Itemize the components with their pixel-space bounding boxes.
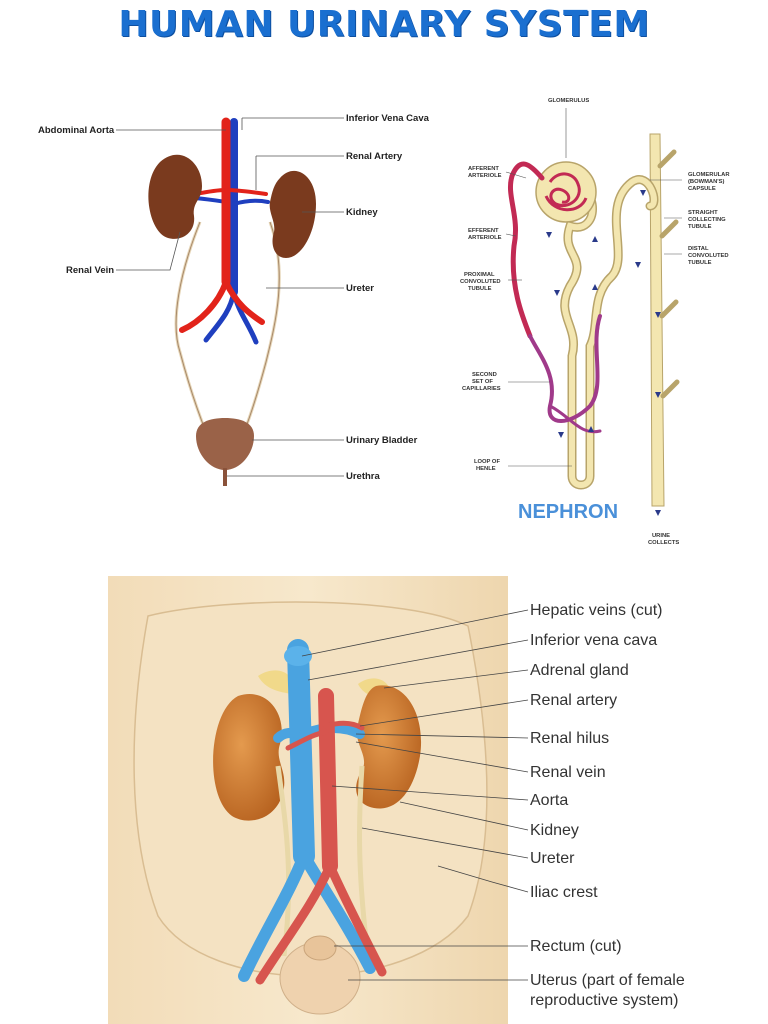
label-afferent-arteriole: AFFERENT — [468, 166, 499, 172]
label-straight-tubule: STRAIGHT — [688, 210, 718, 216]
label-kidney: Kidney — [346, 207, 378, 218]
anatomy-labels: Hepatic veins (cut) Inferior vena cava A… — [530, 602, 685, 1009]
label-second-capillaries: SECOND — [472, 372, 497, 378]
label-bowmans-capsule-2: (BOWMAN'S) — [688, 179, 725, 185]
label-urine-collects-2: COLLECTS — [648, 540, 679, 546]
label-afferent-arteriole-2: ARTERIOLE — [468, 173, 502, 179]
label-proximal-tubule-3: TUBULE — [468, 286, 492, 292]
label-adrenal-gland: Adrenal gland — [530, 662, 629, 679]
nephron-diagram: GLOMERULUS AFFERENT ARTERIOLE EFFERENT A… — [460, 98, 730, 546]
urinary-system-diagram: Abdominal Aorta Inferior Vena Cava Renal… — [38, 113, 430, 486]
leader-lines — [116, 117, 344, 477]
label-straight-tubule-3: TUBULE — [688, 224, 712, 230]
label-renal-artery: Renal Artery — [346, 151, 403, 162]
label-renal-artery: Renal artery — [530, 692, 617, 709]
rectum — [303, 935, 337, 961]
label-urine-collects: URINE — [652, 533, 670, 539]
label-uterus-2: reproductive system) — [530, 992, 679, 1009]
label-distal-tubule-2: CONVOLUTED — [688, 253, 729, 259]
label-distal-tubule: DISTAL — [688, 246, 709, 252]
label-inferior-vena-cava: Inferior vena cava — [530, 632, 657, 649]
label-abdominal-aorta: Abdominal Aorta — [38, 125, 115, 136]
label-renal-vein: Renal vein — [530, 764, 606, 781]
label-efferent-arteriole: EFFERENT — [468, 228, 499, 234]
label-rectum: Rectum (cut) — [530, 938, 622, 955]
label-inferior-vena-cava: Inferior Vena Cava — [346, 113, 430, 124]
left-kidney — [213, 694, 285, 821]
nephron-title: NEPHRON — [518, 501, 618, 523]
label-ureter: Ureter — [530, 850, 575, 867]
anatomy-diagram: Hepatic veins (cut) Inferior vena cava A… — [108, 576, 685, 1024]
label-bowmans-capsule-3: CAPSULE — [688, 186, 716, 192]
right-kidney — [356, 685, 422, 809]
label-straight-tubule-2: COLLECTING — [688, 217, 726, 223]
urinary-bladder — [196, 418, 254, 470]
label-proximal-tubule-2: CONVOLUTED — [460, 279, 501, 285]
label-iliac-crest: Iliac crest — [530, 884, 598, 901]
label-kidney: Kidney — [530, 822, 579, 839]
label-uterus: Uterus (part of female — [530, 972, 685, 989]
label-renal-vein: Renal Vein — [66, 265, 114, 276]
hepatic-veins — [284, 646, 312, 666]
flow-arrows — [546, 190, 661, 516]
label-renal-hilus: Renal hilus — [530, 730, 609, 747]
nephron-labels: GLOMERULUS AFFERENT ARTERIOLE EFFERENT A… — [460, 98, 730, 546]
label-proximal-tubule: PROXIMAL — [464, 272, 495, 278]
right-kidney — [269, 170, 316, 258]
label-urinary-bladder: Urinary Bladder — [346, 435, 418, 446]
label-loop-of-henle-2: HENLE — [476, 466, 496, 472]
aorta — [255, 688, 387, 985]
label-ureter: Ureter — [346, 283, 374, 294]
label-urethra: Urethra — [346, 471, 381, 482]
label-aorta: Aorta — [530, 792, 568, 809]
page-title: Human Urinary System — [118, 4, 650, 45]
label-efferent-arteriole-2: ARTERIOLE — [468, 235, 502, 241]
label-glomerulus: GLOMERULUS — [548, 98, 589, 104]
nephron-leader-lines — [505, 108, 682, 467]
label-hepatic-veins: Hepatic veins (cut) — [530, 602, 663, 619]
left-adrenal-gland — [258, 670, 294, 694]
ureters — [174, 221, 281, 433]
anatomy-leader-lines — [301, 609, 529, 981]
urethra — [223, 468, 227, 486]
label-second-capillaries-2: SET OF — [472, 379, 493, 385]
label-loop-of-henle: LOOP OF — [474, 459, 500, 465]
left-kidney — [148, 154, 202, 239]
nephron-tubule — [560, 175, 659, 490]
glomerulus — [544, 172, 588, 212]
label-distal-tubule-3: TUBULE — [688, 260, 712, 266]
aorta — [179, 117, 268, 333]
label-second-capillaries-3: CAPILLARIES — [462, 386, 501, 392]
blood-vessels — [508, 161, 602, 434]
label-bowmans-capsule: GLOMERULAR — [688, 172, 730, 178]
collecting-duct — [649, 133, 680, 507]
